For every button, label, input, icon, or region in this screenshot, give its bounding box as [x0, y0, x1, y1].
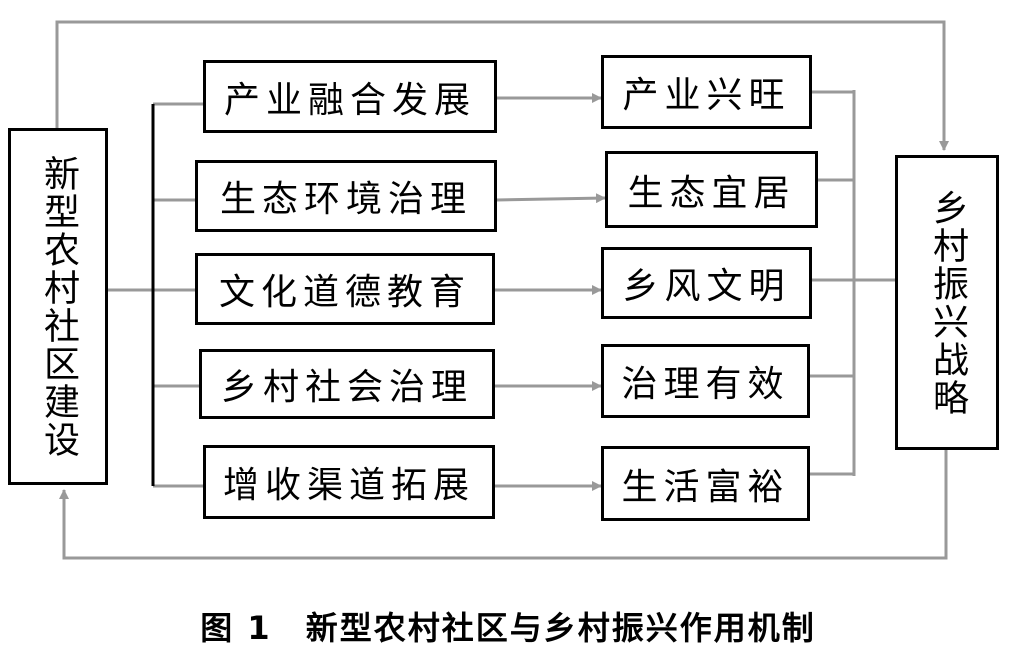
middle-box-label: 产业融合发展	[223, 79, 476, 121]
left-box: 新型农村社区建设	[8, 128, 108, 485]
middle-box-3: 文化道德教育	[195, 253, 495, 325]
outcome-box-label: 生态宜居	[627, 172, 796, 214]
bottom-feedback-arrow	[59, 450, 948, 560]
arrow-line-2	[495, 193, 606, 204]
outcome-box-label: 产业兴旺	[622, 75, 791, 116]
figure-caption: 图 1 新型农村社区与乡村振兴作用机制	[200, 609, 816, 647]
outcome-box-1: 产业兴旺	[601, 55, 812, 129]
middle-box-4: 乡村社会治理	[199, 349, 495, 419]
middle-box-label: 增收渠道拓展	[222, 465, 475, 506]
middle-box-label: 文化道德教育	[218, 272, 471, 313]
middle-box-label: 生态环境治理	[219, 179, 472, 220]
outcome-box-label: 乡风文明	[622, 266, 791, 307]
right-box: 乡村振兴战略	[895, 155, 999, 450]
middle-box-1: 产业融合发展	[203, 60, 497, 133]
outcome-box-4: 治理有效	[601, 344, 810, 418]
middle-box-2: 生态环境治理	[195, 160, 497, 232]
top-feedback-arrow	[55, 20, 949, 151]
outcome-box-5: 生活富裕	[601, 446, 810, 521]
outcome-box-2: 生态宜居	[605, 151, 818, 228]
left-box-label: 新型农村社区建设	[38, 154, 79, 459]
middle-box-5: 增收渠道拓展	[203, 445, 495, 519]
outcome-box-3: 乡风文明	[601, 247, 812, 319]
right-box-label: 乡村振兴战略	[927, 188, 968, 417]
outcome-box-label: 生活富裕	[621, 466, 790, 508]
middle-box-label: 乡村社会治理	[220, 367, 473, 408]
outcome-box-label: 治理有效	[621, 364, 790, 405]
